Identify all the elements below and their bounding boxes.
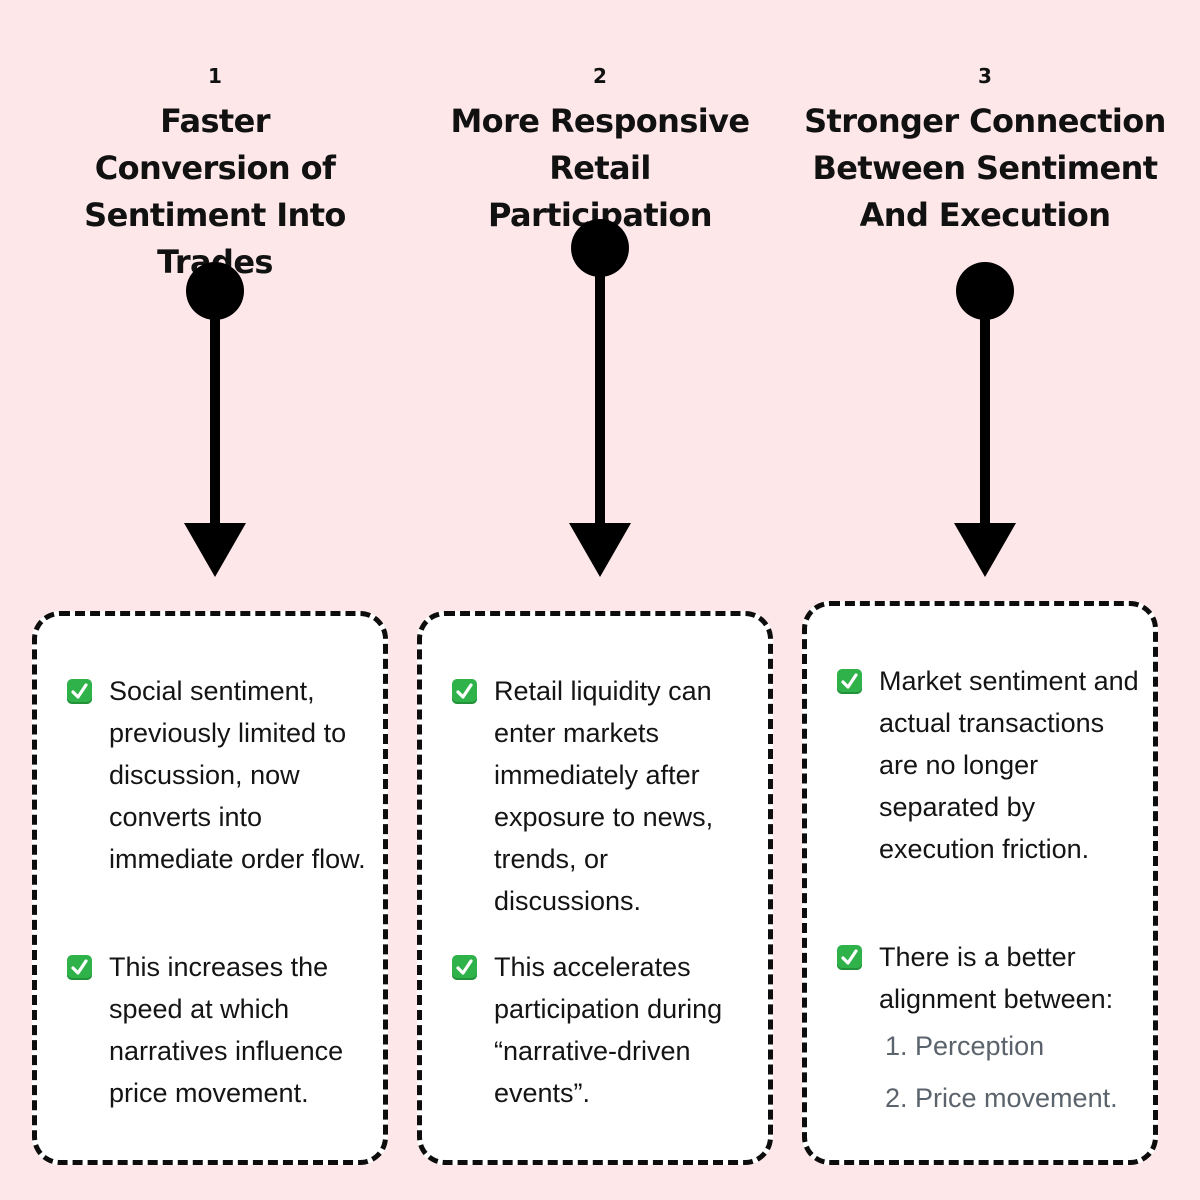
step-title-text: Stronger Connection Between Sentiment An… <box>804 102 1166 234</box>
bullet-text: There is a better alignment between: <box>879 942 1114 1014</box>
bullet-point: Social sentiment, previously limited to … <box>67 670 369 880</box>
bullet-point: There is a better alignment between: 1. … <box>837 936 1139 1124</box>
content-card: Social sentiment, previously limited to … <box>32 611 388 1165</box>
bullet-text: This accelerates participation during “n… <box>494 952 723 1108</box>
arrow-head-icon <box>954 523 1016 577</box>
check-mark-button-icon <box>67 955 92 980</box>
check-mark-button-icon <box>67 679 92 704</box>
numbered-subitem: 2. Price movement. <box>885 1083 1118 1113</box>
arrow-connector <box>184 262 246 577</box>
bullet-point: This increases the speed at which narrat… <box>67 946 369 1114</box>
bullet-point: This accelerates participation during “n… <box>452 946 754 1114</box>
check-mark-button-icon <box>837 669 862 694</box>
bullet-text: Retail liquidity can enter markets immed… <box>494 676 714 916</box>
content-card: Market sentiment and actual transactions… <box>802 601 1158 1165</box>
bullet-point: Market sentiment and actual transactions… <box>837 660 1139 870</box>
arrow-shaft <box>595 260 605 528</box>
step-title: Stronger Connection Between Sentiment An… <box>795 98 1175 239</box>
step-number: 3 <box>978 64 992 88</box>
arrow-head-icon <box>184 523 246 577</box>
bullet-text: This increases the speed at which narrat… <box>109 952 344 1108</box>
bullet-point: Retail liquidity can enter markets immed… <box>452 670 754 922</box>
column-1: 1 Faster Conversion of Sentiment Into Tr… <box>25 0 405 1200</box>
numbered-subitem: 1. Perception <box>885 1031 1045 1061</box>
content-card: Retail liquidity can enter markets immed… <box>417 611 773 1165</box>
bullet-text: Social sentiment, previously limited to … <box>109 676 366 874</box>
step-number: 2 <box>593 64 607 88</box>
arrow-shaft <box>980 300 990 528</box>
arrow-connector <box>569 219 631 577</box>
arrow-start-dot <box>956 262 1014 320</box>
bullet-text: Market sentiment and actual transactions… <box>879 666 1139 864</box>
check-mark-button-icon <box>452 955 477 980</box>
arrow-head-icon <box>569 523 631 577</box>
arrow-connector <box>954 262 1016 577</box>
check-mark-button-icon <box>452 679 477 704</box>
check-mark-button-icon <box>837 945 862 970</box>
column-3: 3 Stronger Connection Between Sentiment … <box>795 0 1175 1200</box>
arrow-start-dot <box>571 219 629 277</box>
step-number: 1 <box>208 64 222 88</box>
arrow-shaft <box>210 300 220 528</box>
arrow-start-dot <box>186 262 244 320</box>
column-2: 2 More Responsive Retail Participation R… <box>410 0 790 1200</box>
